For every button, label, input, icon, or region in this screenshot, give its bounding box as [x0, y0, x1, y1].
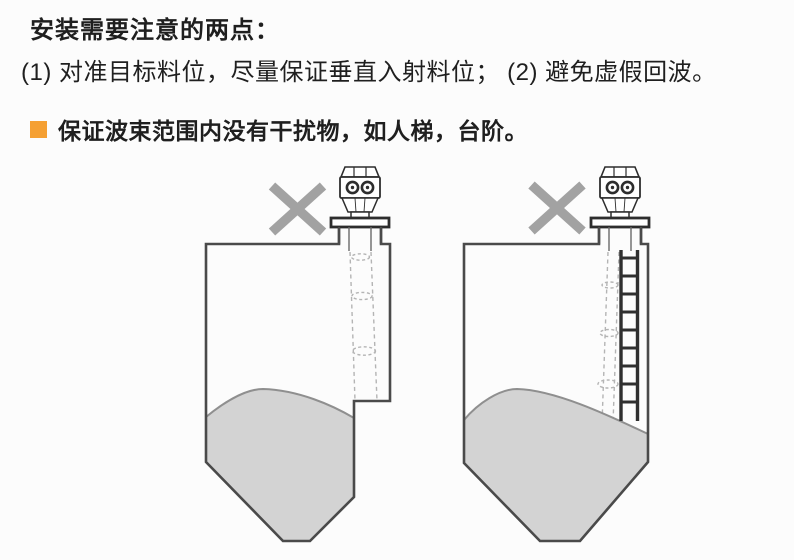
figure-wall-step	[204, 165, 392, 543]
figure-ladder	[462, 165, 651, 543]
wrong-x-icon	[272, 186, 323, 232]
radar-beam	[349, 251, 378, 402]
page-title: 安装需要注意的两点：	[30, 17, 280, 44]
radar-sensor-icon	[589, 165, 651, 253]
square-bullet-icon	[30, 120, 47, 138]
wrong-x-icon	[532, 185, 583, 231]
tank-outline	[462, 228, 650, 543]
ladder-icon	[619, 250, 640, 421]
bullet-note-text: 保证波束范围内没有干扰物，如人梯，台阶。	[58, 118, 528, 144]
radar-sensor-icon	[329, 165, 391, 253]
tank-outline-with-step	[204, 228, 392, 543]
bullet-note: 保证波束范围内没有干扰物，如人梯，台阶。	[30, 112, 528, 146]
radar-beam	[597, 251, 620, 425]
installation-points-text: (1) 对准目标料位，尽量保证垂直入射料位； (2) 避免虚假回波。	[21, 59, 717, 86]
